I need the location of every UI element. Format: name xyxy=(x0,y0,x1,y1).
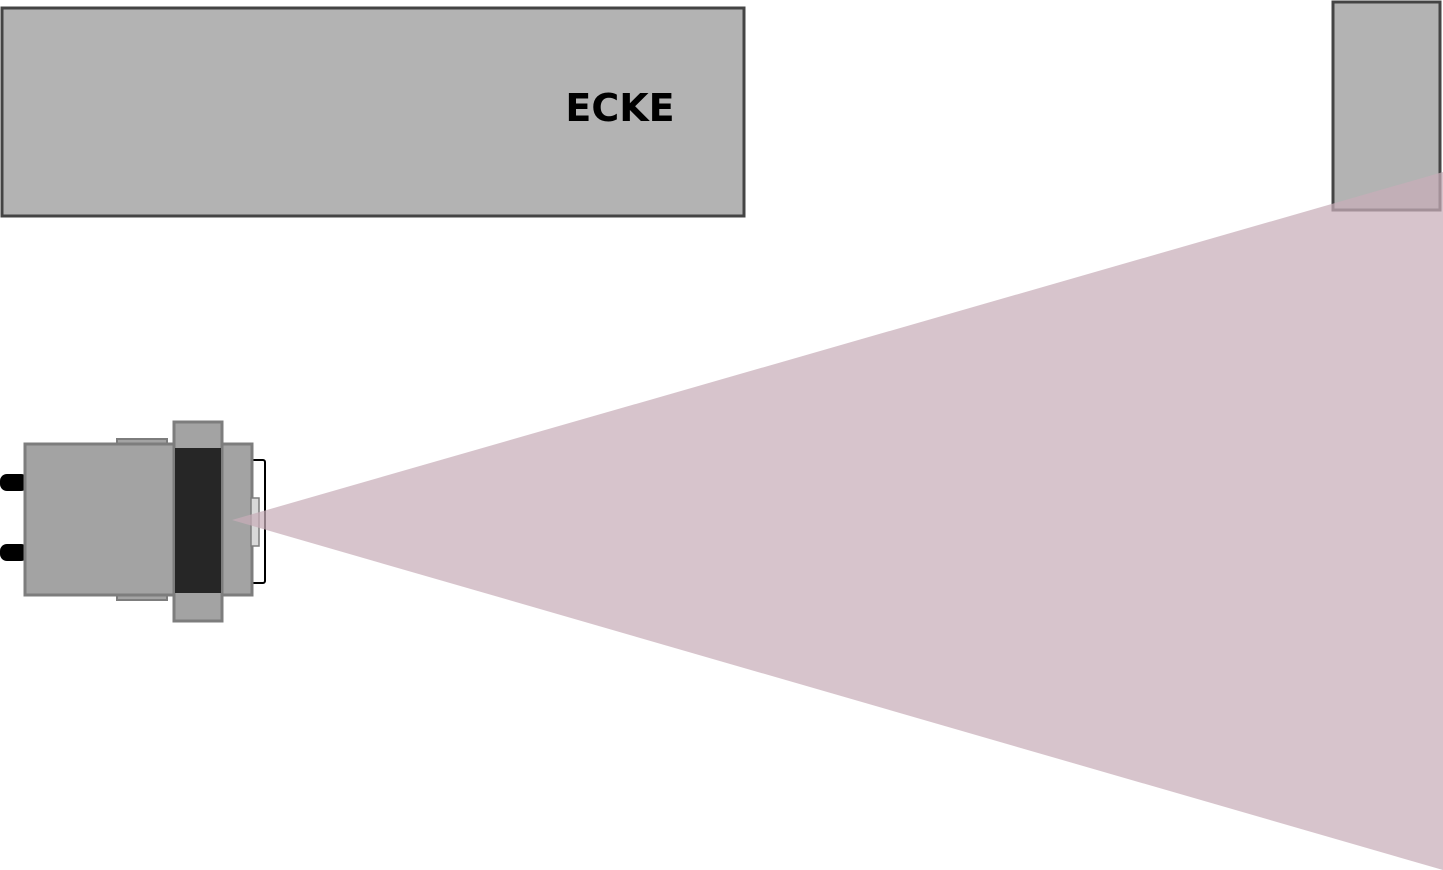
vehicle-icon xyxy=(0,420,266,623)
building-block: ECKE xyxy=(0,6,746,218)
building-label: ECKE xyxy=(565,86,674,130)
windshield-band xyxy=(175,448,221,593)
rear-mount-top xyxy=(0,474,28,491)
sensor-cone xyxy=(232,172,1443,870)
corner-pillar xyxy=(1331,0,1442,212)
rear-mount-bottom xyxy=(0,544,28,561)
building-rect xyxy=(0,6,746,218)
